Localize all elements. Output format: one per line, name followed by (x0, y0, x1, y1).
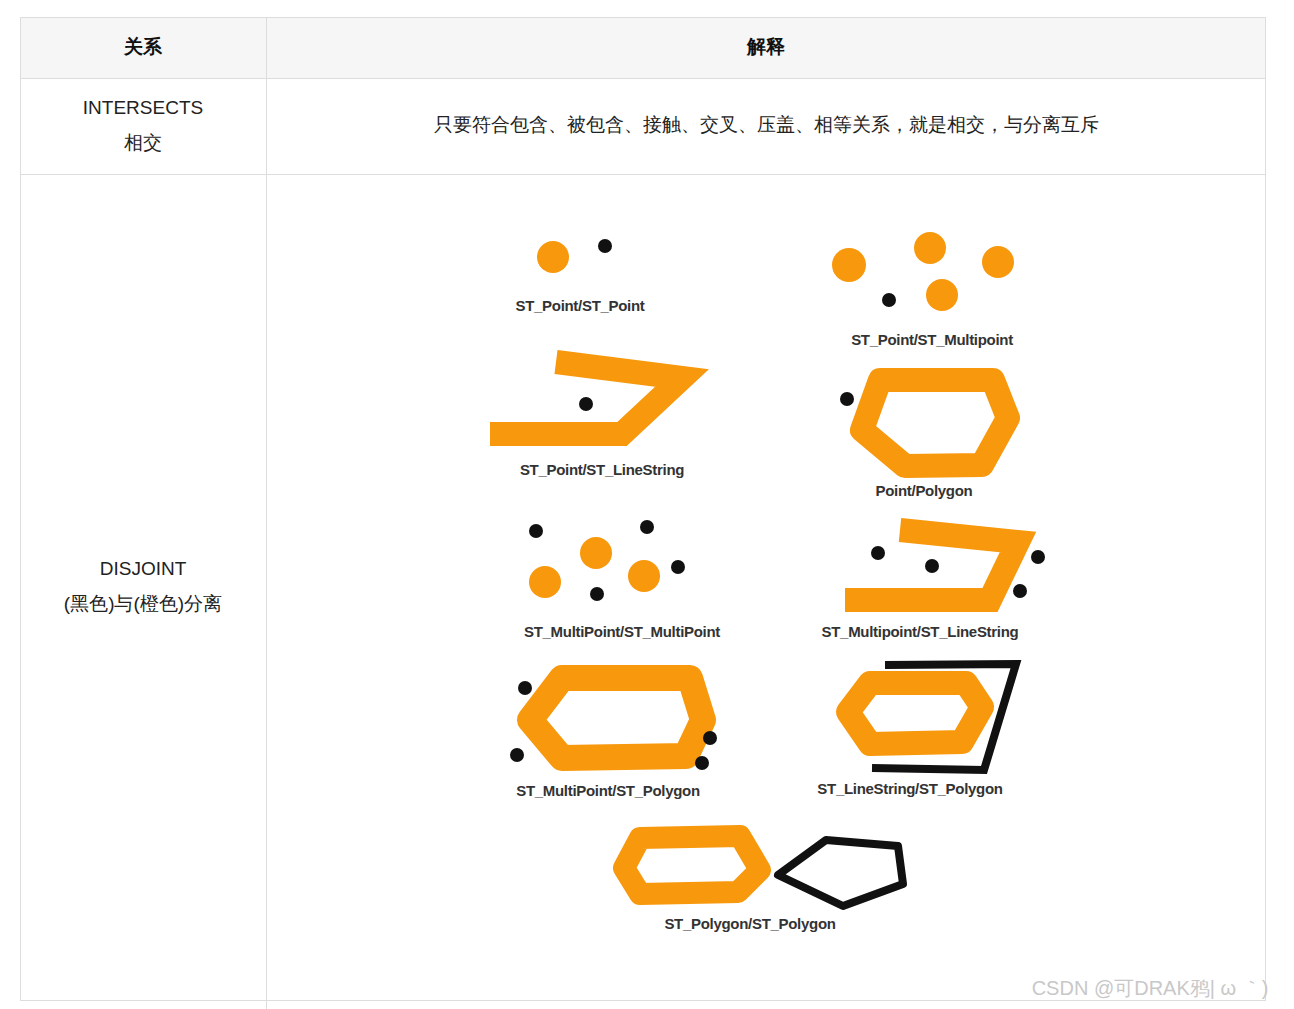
table-cell: 相交 (124, 132, 162, 155)
watermark: CSDN @可DRAK鸦| ω ｀) (1032, 976, 1269, 1000)
table-grid (21, 17, 1266, 1009)
disjoint-illustration (490, 232, 1045, 906)
figure-caption: ST_Point/ST_LineString (520, 461, 684, 479)
header-cell: 关系 (124, 36, 162, 59)
figure-caption: ST_Multipoint/ST_LineString (822, 623, 1019, 641)
figure-caption: Point/Polygon (876, 482, 973, 500)
figure-caption: ST_LineString/ST_Polygon (817, 780, 1002, 798)
figure-caption: ST_MultiPoint/ST_MultiPoint (524, 623, 720, 641)
table-cell: (黑色)与(橙色)分离 (64, 593, 222, 616)
table-cell: DISJOINT (100, 558, 187, 581)
figure-caption: ST_MultiPoint/ST_Polygon (516, 782, 700, 800)
figure-caption: ST_Point/ST_Multipoint (851, 331, 1013, 349)
header-cell: 解释 (747, 36, 785, 59)
figure-caption: ST_Point/ST_Point (515, 297, 644, 315)
table-cell: INTERSECTS (83, 97, 203, 120)
table-cell: 只要符合包含、被包含、接触、交叉、压盖、相等关系，就是相交，与分离互斥 (434, 114, 1099, 137)
figure-caption: ST_Polygon/ST_Polygon (664, 915, 835, 933)
